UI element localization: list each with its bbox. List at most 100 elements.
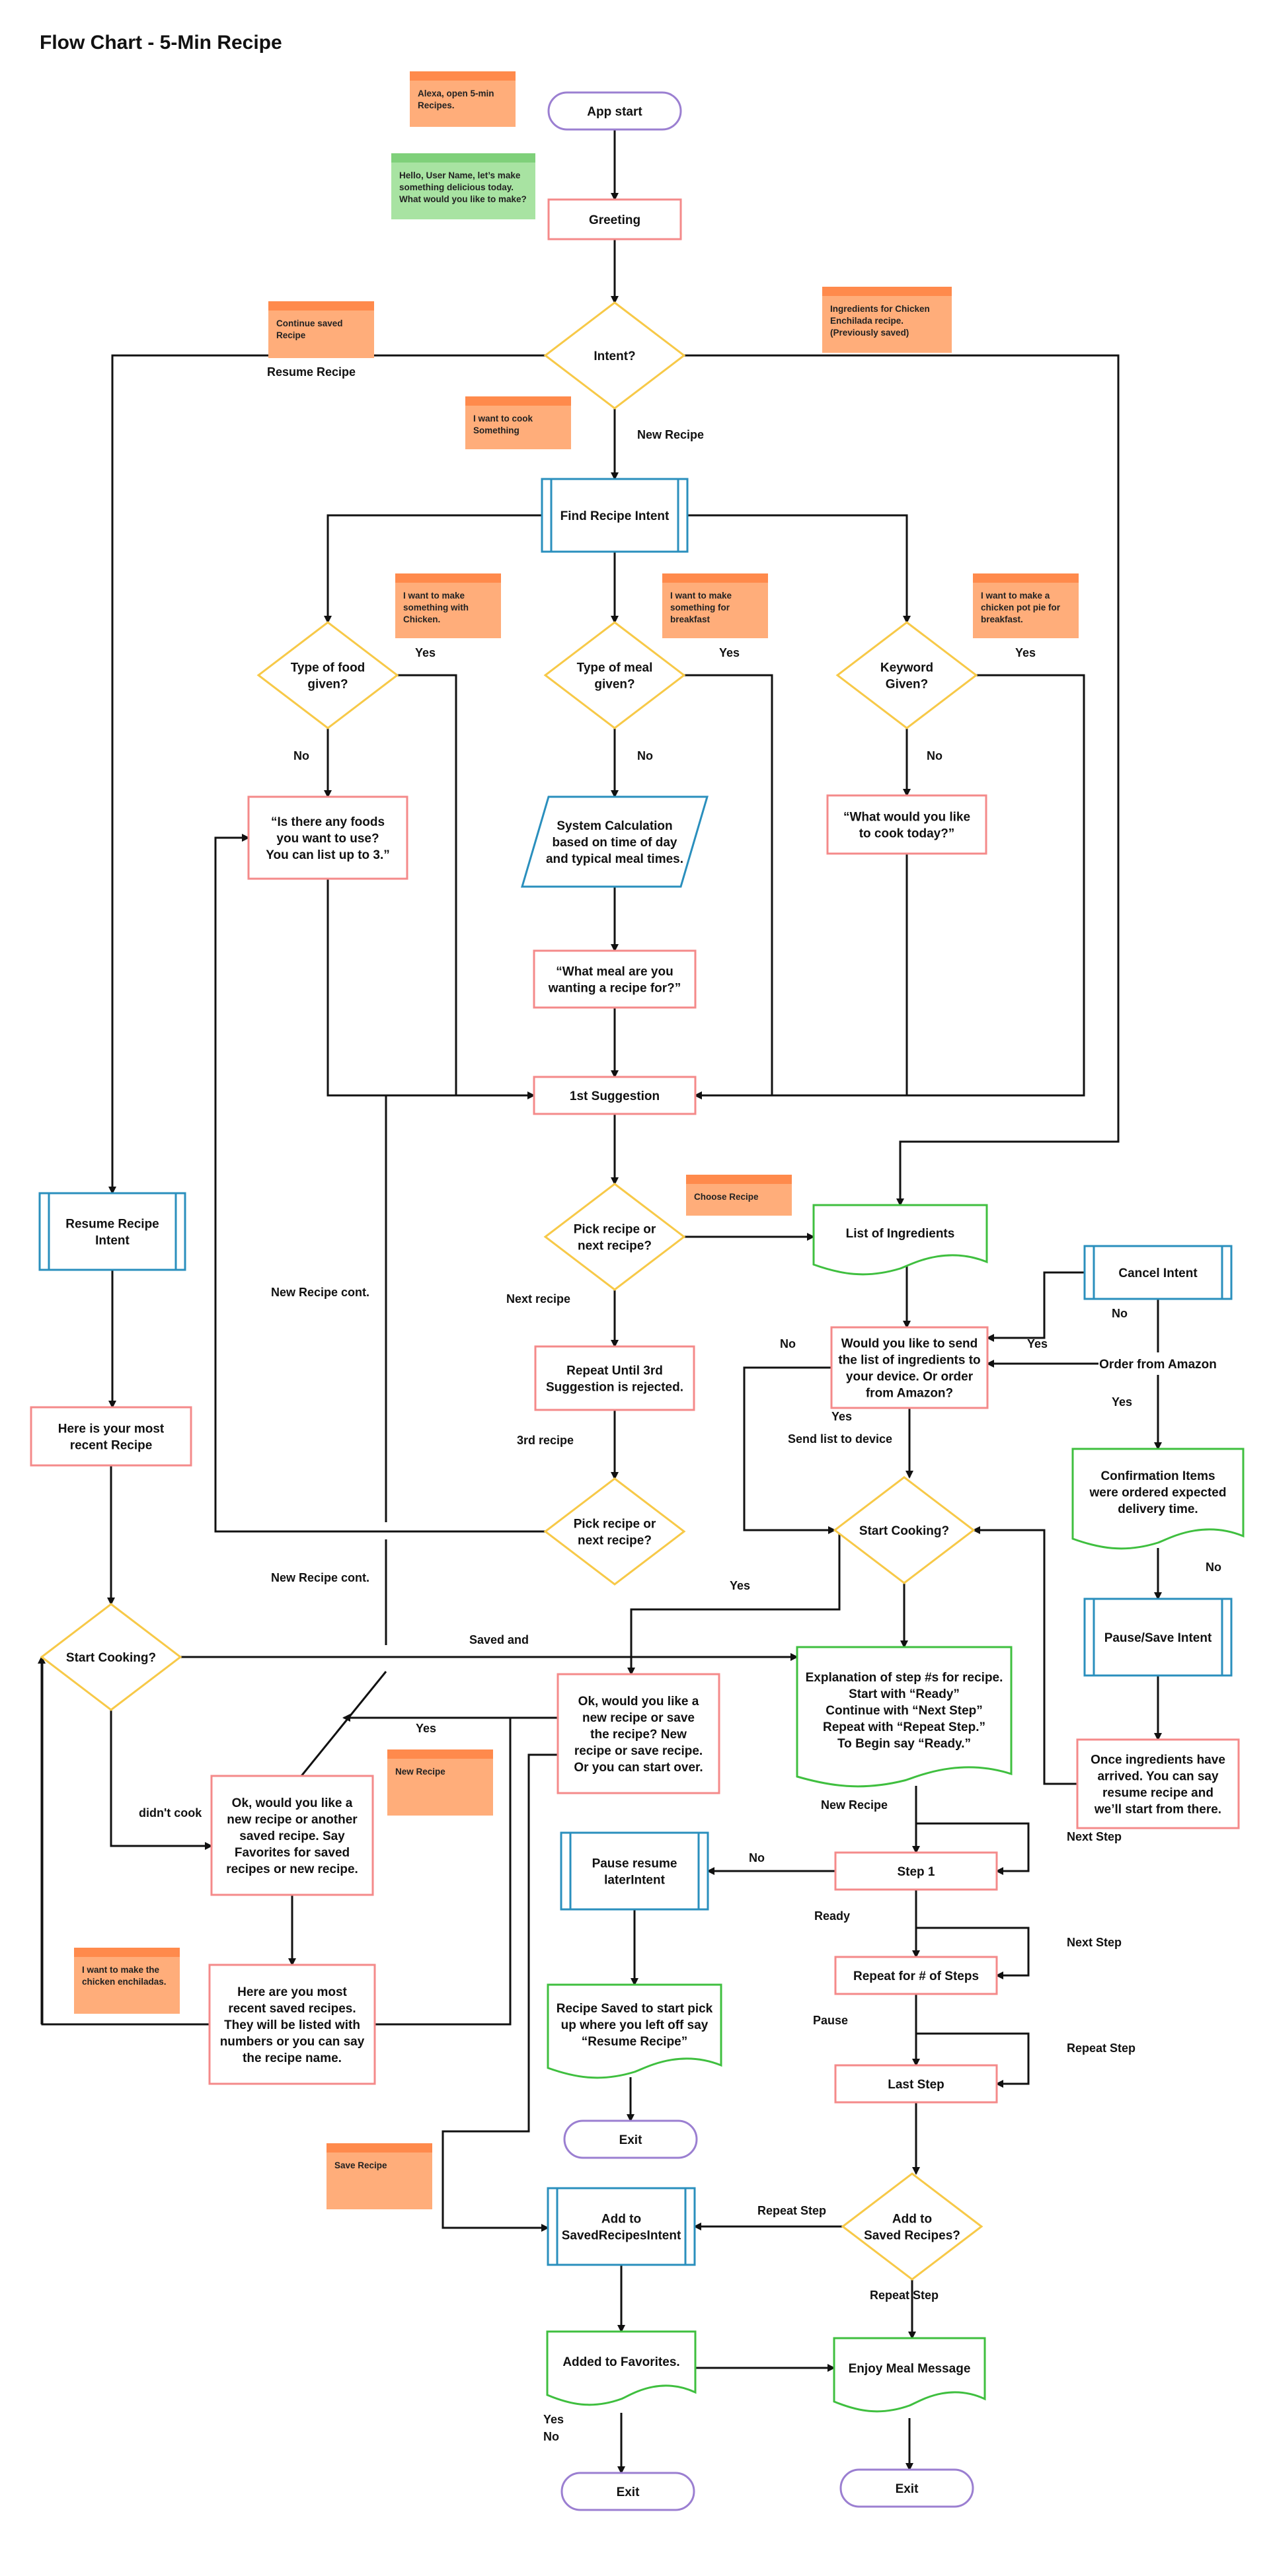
node-text-line: new recipe or save bbox=[582, 1711, 695, 1725]
note-text-line: Choose Recipe bbox=[694, 1192, 759, 1202]
node-text-line: Pick recipe or bbox=[574, 1223, 656, 1237]
node-text-line: SavedRecipesIntent bbox=[562, 2229, 681, 2243]
process-shape bbox=[834, 1956, 998, 1995]
node-text-line: Cancel Intent bbox=[1118, 1267, 1198, 1280]
node-text-line: Keyword bbox=[880, 661, 933, 675]
process-shape bbox=[830, 1326, 989, 1409]
edge-label: Saved and bbox=[469, 1633, 529, 1646]
connector-17 bbox=[694, 854, 908, 1099]
node-text-line: to cook today?” bbox=[859, 827, 955, 841]
node-text-line: Continue with “Next Step” bbox=[826, 1704, 983, 1718]
edge-label: Yes bbox=[416, 1722, 436, 1735]
note-text-line: I want to make bbox=[403, 591, 465, 601]
connector-40 bbox=[110, 1710, 213, 1850]
decision-shape bbox=[835, 621, 978, 729]
node-text-line: Given? bbox=[886, 678, 928, 692]
edge-label: Yes bbox=[1112, 1395, 1132, 1409]
node-step1: Step 1 bbox=[834, 1851, 998, 1891]
edge-label: Pause bbox=[813, 2014, 848, 2027]
connector-43 bbox=[375, 1716, 558, 2026]
connector-44 bbox=[442, 1753, 558, 2232]
note-text-line: I want to make a bbox=[981, 591, 1050, 601]
node-text-line: Intent? bbox=[594, 350, 635, 363]
node-text-line: App start bbox=[587, 105, 642, 119]
node-text-line: next recipe? bbox=[578, 1534, 652, 1548]
edge-label: No bbox=[293, 749, 309, 762]
edge-label: No bbox=[927, 749, 942, 762]
edge-label: didn't cook bbox=[139, 1806, 202, 1820]
node-text-line: you want to use? bbox=[276, 832, 379, 846]
node-type-food: Type of food given? bbox=[256, 621, 399, 729]
note-text-line: New Recipe bbox=[395, 1767, 445, 1777]
node-explanation: Explanation of step #s for recipe.Start … bbox=[796, 1646, 1013, 1788]
node-start-cooking-right: Start Cooking? bbox=[833, 1476, 976, 1584]
node-text-line: Repeat with “Repeat Step.” bbox=[823, 1720, 985, 1734]
node-text-line: saved recipe. Say bbox=[239, 1829, 345, 1843]
node-text-line: 1st Suggestion bbox=[570, 1089, 660, 1103]
decision-shape bbox=[543, 1183, 686, 1291]
node-text-line: recipes or new recipe. bbox=[226, 1862, 358, 1876]
process-shape bbox=[834, 2064, 998, 2104]
edge-label: Repeat Step bbox=[1067, 2042, 1135, 2055]
connector-28 bbox=[986, 1271, 1084, 1342]
process-shape bbox=[208, 1964, 376, 2085]
node-text-line: Type of meal bbox=[577, 661, 653, 675]
connector-41 bbox=[300, 1671, 387, 1777]
edge-label: No bbox=[1206, 1561, 1221, 1574]
node-text-line: Start Cooking? bbox=[66, 1651, 156, 1665]
node-text-line: Last Step bbox=[888, 2078, 944, 2092]
edge-label: No bbox=[749, 1851, 765, 1864]
node-text-line: Ok, would you like a bbox=[578, 1695, 699, 1709]
edge-label: New Recipe cont. bbox=[271, 1286, 369, 1299]
note-text-line: What would you like to make? bbox=[399, 194, 527, 204]
process-shape bbox=[533, 1076, 697, 1115]
node-text-line: Find Recipe Intent bbox=[560, 509, 670, 523]
node-text-line: we’ll start from there. bbox=[1094, 1803, 1221, 1817]
node-text-line: given? bbox=[307, 678, 348, 692]
process-shape bbox=[210, 1775, 374, 1896]
node-text-line: the list of ingredients to bbox=[838, 1354, 980, 1368]
node-text-line: “What would you like bbox=[843, 811, 970, 825]
io-shape bbox=[520, 795, 709, 888]
note-text-line: I want to cook bbox=[473, 414, 533, 423]
node-text-line: Start with “Ready” bbox=[849, 1687, 960, 1701]
decision-shape bbox=[256, 621, 399, 729]
node-repeat-steps: Repeat for # of Steps bbox=[834, 1956, 998, 1995]
edge-label: Repeat Step bbox=[870, 2289, 939, 2302]
node-text-line: Saved Recipes? bbox=[864, 2229, 960, 2243]
node-text-line: Here is your most bbox=[58, 1422, 165, 1436]
terminal-shape bbox=[563, 2119, 698, 2159]
node-text-line: from Amazon? bbox=[866, 1387, 953, 1401]
note-text-line: Recipes. bbox=[418, 100, 455, 110]
edge-label: 3rd recipe bbox=[517, 1434, 574, 1447]
edge-label: Yes bbox=[719, 646, 740, 659]
node-text-line: You can list up to 3.” bbox=[266, 848, 390, 862]
node-text-line: next recipe? bbox=[578, 1239, 652, 1253]
process-shape bbox=[30, 1406, 192, 1467]
node-text-line: Type of food bbox=[291, 661, 365, 675]
connector-3 bbox=[684, 354, 1120, 1206]
node-text-line: new recipe or another bbox=[227, 1813, 358, 1827]
node-text-line: your device. Or order bbox=[846, 1370, 974, 1384]
note-text-line: I want to make bbox=[670, 591, 732, 601]
node-text-line: up where you left off say bbox=[561, 2018, 709, 2032]
node-text-line: Confirmation Items bbox=[1100, 1469, 1215, 1483]
output-shape bbox=[833, 2337, 986, 2413]
edge-label: Yes bbox=[1027, 1337, 1048, 1350]
note-text-line: Enchilada recipe. bbox=[830, 316, 904, 326]
edge-label: Resume Recipe bbox=[267, 365, 356, 379]
node-added-fav: Added to Favorites. bbox=[546, 2330, 697, 2406]
